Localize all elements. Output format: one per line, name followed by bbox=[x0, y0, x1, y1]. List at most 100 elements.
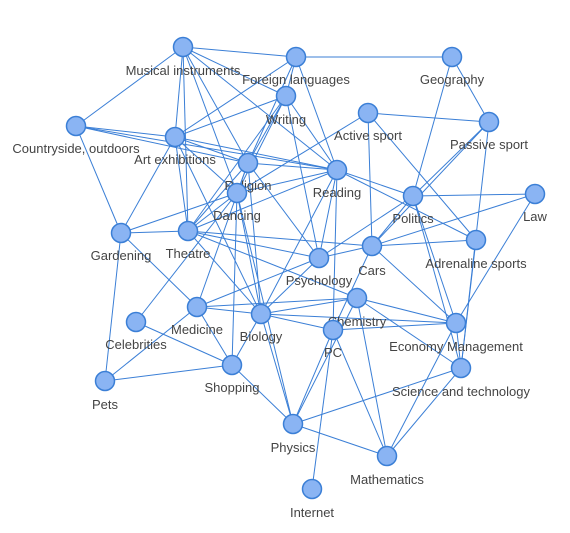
node-passive[interactable]: Passive sport bbox=[450, 111, 528, 153]
edge-gardening-theatre bbox=[120, 230, 189, 234]
node-label-theatre: Theatre bbox=[166, 246, 211, 261]
edge-chemistry-economy bbox=[356, 297, 457, 324]
node-pc[interactable]: PC bbox=[322, 319, 344, 361]
node-label-foreign: Foreign languages bbox=[242, 72, 350, 87]
node-circle-internet[interactable] bbox=[301, 478, 323, 500]
edge-foreign-religion bbox=[247, 56, 297, 164]
node-gardening[interactable]: Gardening bbox=[91, 222, 152, 264]
edge-writing-dancing bbox=[236, 95, 287, 194]
edge-countryside-gardening bbox=[75, 125, 122, 234]
node-circle-shopping[interactable] bbox=[221, 354, 243, 376]
node-countryside[interactable]: Countryside, outdoors bbox=[12, 115, 140, 157]
edge-psychology-medicine bbox=[196, 257, 320, 308]
edge-dancing-gardening bbox=[120, 192, 238, 234]
node-shopping[interactable]: Shopping bbox=[205, 354, 260, 396]
node-theatre[interactable]: Theatre bbox=[166, 220, 211, 262]
node-circle-musical[interactable] bbox=[172, 36, 194, 58]
node-reading[interactable]: Reading bbox=[313, 159, 361, 201]
node-mathematics[interactable]: Mathematics bbox=[350, 445, 424, 488]
edge-musical-reading bbox=[182, 46, 338, 171]
node-circle-art[interactable] bbox=[164, 126, 186, 148]
edge-pc-internet bbox=[311, 329, 334, 490]
node-circle-countryside[interactable] bbox=[65, 115, 87, 137]
edge-art-reading bbox=[174, 136, 338, 171]
node-foreign[interactable]: Foreign languages bbox=[242, 46, 350, 88]
node-label-geography: Geography bbox=[420, 72, 485, 87]
node-pets[interactable]: Pets bbox=[92, 370, 119, 413]
edge-reading-pc bbox=[332, 169, 338, 331]
node-circle-passive[interactable] bbox=[478, 111, 500, 133]
node-chemistry[interactable]: Chemistry bbox=[328, 287, 387, 330]
node-religion[interactable]: Religion bbox=[225, 152, 272, 194]
node-circle-biology[interactable] bbox=[250, 303, 272, 325]
edge-reading-dancing bbox=[236, 169, 338, 194]
node-circle-celebrities[interactable] bbox=[125, 311, 147, 333]
edge-dancing-biology bbox=[236, 192, 262, 315]
node-label-dancing: Dancing bbox=[213, 208, 261, 223]
edge-countryside-religion bbox=[75, 125, 249, 164]
edge-religion-theatre bbox=[187, 162, 249, 232]
edge-cars-economy bbox=[371, 245, 457, 324]
edge-reading-psychology bbox=[318, 169, 338, 259]
node-psychology[interactable]: Psychology bbox=[286, 247, 353, 289]
node-circle-dancing[interactable] bbox=[226, 182, 248, 204]
node-cars[interactable]: Cars bbox=[358, 235, 386, 279]
node-circle-adrenaline[interactable] bbox=[465, 229, 487, 251]
node-writing[interactable]: Writing bbox=[266, 85, 306, 128]
node-circle-pets[interactable] bbox=[94, 370, 116, 392]
edge-chemistry-biology bbox=[260, 297, 358, 315]
node-circle-politics[interactable] bbox=[402, 185, 424, 207]
edge-art-dancing bbox=[174, 136, 238, 194]
node-circle-geography[interactable] bbox=[441, 46, 463, 68]
edge-art-theatre bbox=[174, 136, 189, 232]
node-biology[interactable]: Biology bbox=[240, 303, 283, 345]
node-science[interactable]: Science and technology bbox=[392, 357, 531, 400]
edge-politics-economy bbox=[412, 195, 457, 324]
edge-gardening-pets bbox=[104, 232, 122, 382]
node-dancing[interactable]: Dancing bbox=[213, 182, 261, 224]
node-politics[interactable]: Politics bbox=[392, 185, 434, 227]
edge-pc-physics bbox=[292, 329, 334, 425]
node-circle-physics[interactable] bbox=[282, 413, 304, 435]
node-circle-gardening[interactable] bbox=[110, 222, 132, 244]
node-circle-psychology[interactable] bbox=[308, 247, 330, 269]
node-musical[interactable]: Musical instruments bbox=[126, 36, 241, 79]
node-circle-cars[interactable] bbox=[361, 235, 383, 257]
node-art[interactable]: Art exhibitions bbox=[134, 126, 216, 168]
node-physics[interactable]: Physics bbox=[271, 413, 316, 456]
node-label-gardening: Gardening bbox=[91, 248, 152, 263]
node-economy[interactable]: Economy Management bbox=[389, 312, 523, 355]
node-internet[interactable]: Internet bbox=[290, 478, 334, 521]
node-circle-medicine[interactable] bbox=[186, 296, 208, 318]
node-circle-science[interactable] bbox=[450, 357, 472, 379]
node-circle-theatre[interactable] bbox=[177, 220, 199, 242]
node-law[interactable]: Law bbox=[523, 183, 548, 225]
edge-writing-art bbox=[174, 95, 287, 138]
edge-chemistry-science bbox=[356, 297, 462, 369]
edge-musical-religion bbox=[182, 46, 249, 164]
node-celebrities[interactable]: Celebrities bbox=[105, 311, 167, 353]
edge-writing-theatre bbox=[187, 95, 287, 232]
node-label-mathematics: Mathematics bbox=[350, 472, 424, 487]
edge-pc-mathematics bbox=[332, 329, 388, 457]
node-medicine[interactable]: Medicine bbox=[171, 296, 223, 338]
node-circle-writing[interactable] bbox=[275, 85, 297, 107]
node-circle-economy[interactable] bbox=[445, 312, 467, 334]
edge-religion-biology bbox=[247, 162, 262, 315]
node-active[interactable]: Active sport bbox=[334, 102, 402, 144]
edge-medicine-pets bbox=[104, 306, 198, 382]
node-label-law: Law bbox=[523, 209, 547, 224]
node-circle-pc[interactable] bbox=[322, 319, 344, 341]
node-circle-religion[interactable] bbox=[237, 152, 259, 174]
node-label-economy: Economy Management bbox=[389, 339, 523, 354]
edge-passive-cars bbox=[371, 121, 490, 247]
node-circle-mathematics[interactable] bbox=[376, 445, 398, 467]
node-circle-chemistry[interactable] bbox=[346, 287, 368, 309]
edge-musical-dancing bbox=[182, 46, 238, 194]
node-circle-law[interactable] bbox=[524, 183, 546, 205]
node-adrenaline[interactable]: Adrenaline sports bbox=[425, 229, 527, 272]
node-geography[interactable]: Geography bbox=[420, 46, 485, 88]
node-circle-active[interactable] bbox=[357, 102, 379, 124]
node-circle-reading[interactable] bbox=[326, 159, 348, 181]
node-circle-foreign[interactable] bbox=[285, 46, 307, 68]
